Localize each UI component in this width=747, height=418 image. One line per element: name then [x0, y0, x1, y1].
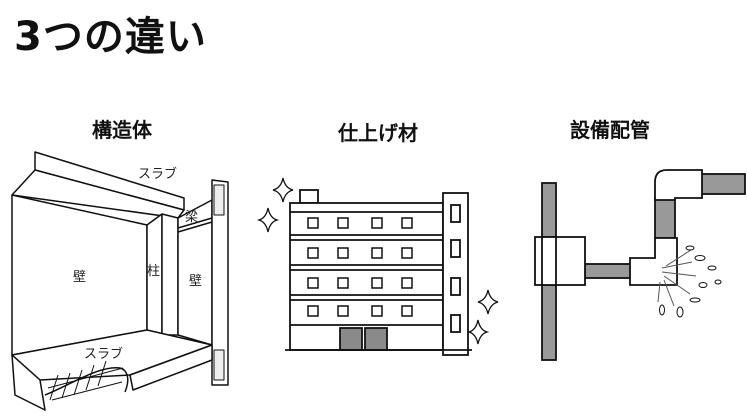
heading-structure: 構造体: [92, 118, 152, 142]
page-title: 3つの違い: [14, 14, 207, 60]
water-leak-icon: [657, 245, 722, 318]
building-illustration: [285, 189, 472, 356]
label-wall-right: 壁: [189, 274, 202, 289]
heading-finishing: 仕上げ材: [338, 121, 418, 145]
sparkle-icons: [256, 177, 499, 345]
piping-illustration: [534, 169, 746, 361]
label-wall-left: 壁: [73, 270, 86, 285]
label-column: 柱: [147, 264, 160, 279]
heading-piping: 設備配管: [570, 118, 650, 142]
label-slab-bottom: スラブ: [84, 346, 123, 362]
label-beam: 梁: [185, 210, 198, 225]
structure-illustration: [11, 151, 229, 411]
label-slab-top: スラブ: [138, 166, 177, 182]
